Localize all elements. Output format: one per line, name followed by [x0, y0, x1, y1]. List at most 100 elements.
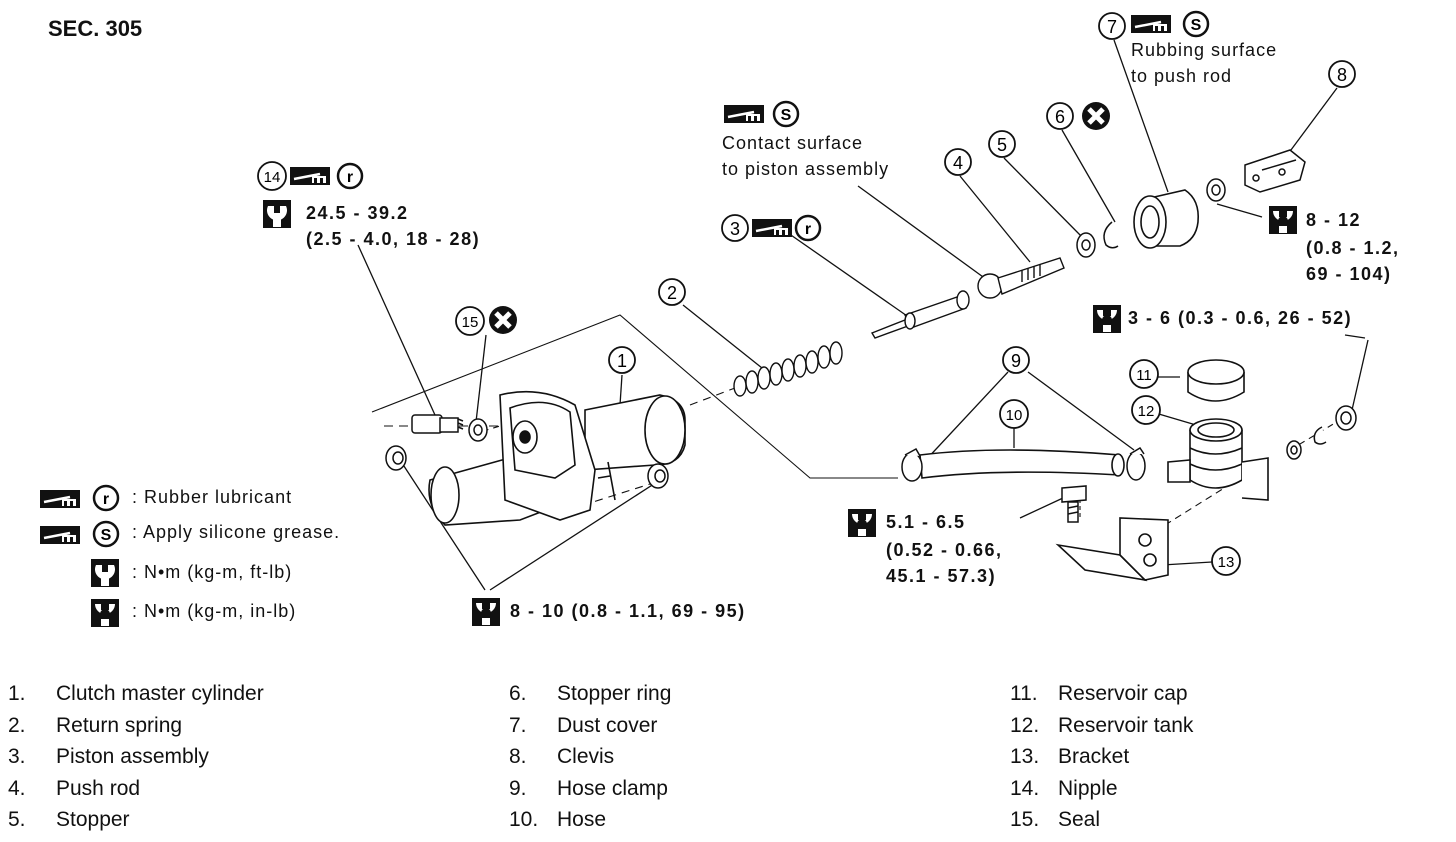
reservoir-tank — [1167, 418, 1269, 501]
bracket-torque-line2: (0.52 - 0.66, — [886, 540, 1003, 560]
rubbing-note-line2: to push rod — [1131, 66, 1233, 86]
silicone-symbol: S — [1182, 10, 1210, 38]
bracket-torque-line1: 5.1 - 6.5 — [886, 512, 966, 532]
svg-text:3: 3 — [730, 219, 740, 239]
callout-3: 3 — [721, 214, 749, 242]
list-item: 6.Stopper ring — [509, 682, 672, 705]
lube-icon — [724, 103, 764, 125]
bracket-bolt — [1061, 485, 1087, 523]
svg-text:S: S — [1191, 17, 1202, 34]
contact-note-line2: to piston assembly — [722, 159, 890, 179]
cylinder-torque: 8 - 10 (0.8 - 1.1, 69 - 95) — [510, 601, 746, 621]
torque-wrench-solid-icon — [1093, 305, 1121, 333]
clevis-nut — [1206, 178, 1226, 202]
svg-text:S: S — [101, 527, 112, 544]
callout-8: 8 — [1328, 60, 1356, 88]
lube-icon — [752, 217, 792, 239]
legend-icons: r S — [40, 484, 120, 627]
torque-wrench-solid-icon — [91, 599, 119, 627]
callout-12: 12 — [1131, 395, 1161, 425]
svg-text:r: r — [805, 221, 811, 238]
nipple-part — [411, 414, 464, 434]
svg-text:r: r — [347, 169, 353, 186]
list-item: 7.Dust cover — [509, 713, 658, 737]
svg-text:15: 15 — [462, 314, 479, 331]
legend-rubber-lubricant: : Rubber lubricant — [132, 487, 293, 507]
svg-text:9: 9 — [1011, 351, 1021, 371]
bracket-part — [1055, 517, 1169, 582]
legend-silicone-grease: : Apply silicone grease. — [132, 522, 341, 542]
svg-text:r: r — [103, 491, 109, 508]
svg-text:7: 7 — [1107, 17, 1117, 37]
nipple-torque-line1: 24.5 - 39.2 — [306, 203, 409, 223]
svg-text:8: 8 — [1337, 65, 1347, 85]
rubber-symbol: r — [92, 484, 120, 512]
tank-torque: 3 - 6 (0.3 - 0.6, 26 - 52) — [1128, 308, 1353, 328]
bracket-torque-line3: 45.1 - 57.3) — [886, 566, 997, 586]
piston-assembly — [870, 290, 970, 339]
list-item: 5.Stopper — [8, 808, 130, 831]
tank-washers — [1286, 405, 1357, 460]
legend-torque-ftlb: : N•m (kg-m, ft-lb) — [132, 562, 293, 582]
svg-text:S: S — [781, 107, 792, 124]
silicone-symbol: S — [92, 520, 120, 548]
callout-1: 1 — [608, 346, 636, 374]
callout-11: 11 — [1129, 359, 1159, 389]
svg-text:14: 14 — [264, 169, 281, 186]
return-spring — [733, 341, 843, 397]
callout-5: 5 — [988, 130, 1016, 158]
lube-icon — [290, 165, 330, 187]
replace-x-icon — [489, 306, 517, 334]
stopper-ring — [1103, 221, 1119, 249]
callout-bubbles: 1 2 3 4 5 6 7 8 — [257, 12, 1356, 576]
cylinder-nuts — [385, 445, 669, 489]
clevis-torque-line2: (0.8 - 1.2, — [1306, 238, 1400, 258]
list-item: 3.Piston assembly — [8, 745, 209, 768]
callout-10: 10 — [999, 399, 1029, 429]
legend-torque-inlb: : N•m (kg-m, in-lb) — [132, 601, 297, 621]
svg-text:2: 2 — [667, 283, 677, 303]
hose-clamps — [901, 446, 1146, 482]
svg-text:6: 6 — [1055, 107, 1065, 127]
parts-list-col-2: 6.Stopper ring 7.Dust cover 8.Clevis 9.H… — [509, 678, 671, 836]
svg-text:4: 4 — [953, 153, 963, 173]
callout-6: 6 — [1046, 102, 1074, 130]
torque-wrench-open-icon — [263, 200, 291, 228]
list-item: 12.Reservoir tank — [1010, 713, 1194, 737]
dust-cover — [1133, 189, 1200, 249]
seal-part — [468, 418, 488, 442]
svg-text:12: 12 — [1138, 403, 1155, 420]
section-label: SEC. 305 — [48, 16, 143, 41]
push-rod — [977, 257, 1065, 299]
callout-symbols: S S r r — [263, 10, 1297, 626]
hose — [919, 449, 1125, 479]
svg-text:5: 5 — [997, 135, 1007, 155]
rubbing-note-line1: Rubbing surface — [1131, 40, 1278, 60]
parts-list-col-1: 1.Clutch master cylinder 2.Return spring… — [8, 678, 264, 836]
callout-4: 4 — [944, 148, 972, 176]
svg-text:1: 1 — [617, 351, 627, 371]
clevis-torque-line1: 8 - 12 — [1306, 210, 1362, 230]
contact-note-line1: Contact surface — [722, 133, 864, 153]
replace-x-icon — [1082, 102, 1110, 130]
svg-text:13: 13 — [1218, 554, 1235, 571]
torque-wrench-open-icon — [91, 559, 119, 587]
callout-7: 7 — [1098, 12, 1126, 40]
list-item: 14.Nipple — [1010, 776, 1118, 800]
list-item: 1.Clutch master cylinder — [8, 682, 264, 705]
svg-text:11: 11 — [1136, 367, 1152, 384]
callout-13: 13 — [1211, 546, 1241, 576]
list-item: 11.Reservoir cap — [1010, 682, 1188, 705]
list-item: 8.Clevis — [509, 745, 615, 768]
rubber-symbol: r — [794, 214, 822, 242]
callout-15: 15 — [455, 306, 485, 336]
lube-icon — [1131, 13, 1171, 35]
torque-wrench-solid-icon — [848, 509, 876, 537]
stopper — [1076, 232, 1096, 258]
list-item: 2.Return spring — [8, 713, 183, 737]
list-item: 10.Hose — [509, 808, 607, 831]
callout-9: 9 — [1002, 346, 1030, 374]
clutch-master-cylinder — [428, 390, 686, 526]
clevis — [1244, 149, 1306, 193]
